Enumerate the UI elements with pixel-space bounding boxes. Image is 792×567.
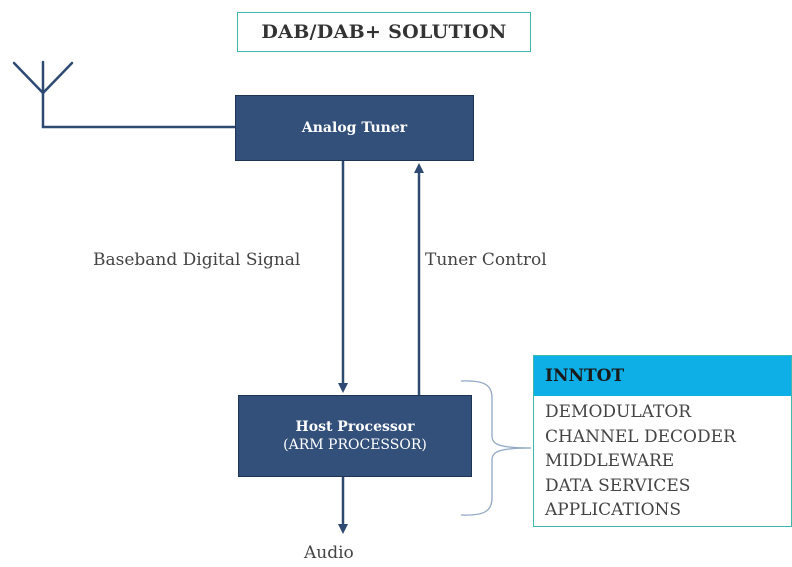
list-item: DATA SERVICES [545,475,691,496]
list-item: CHANNEL DECODER [545,426,736,447]
list-item: MIDDLEWARE [545,451,675,471]
baseband-label: Baseband Digital Signal [93,250,301,270]
page-title: DAB/DAB+ SOLUTION [237,12,531,52]
inntot-list: DEMODULATOR CHANNEL DECODER MIDDLEWARE D… [534,396,791,523]
host-processor-block: Host Processor (ARM PROCESSOR) [238,395,472,477]
inntot-panel: INNTOT DEMODULATOR CHANNEL DECODER MIDDL… [533,355,792,527]
tuner-control-label: Tuner Control [425,250,547,270]
list-item: DEMODULATOR [545,402,692,422]
antenna-icon [12,60,237,129]
host-processor-label: Host Processor [295,419,415,435]
analog-tuner-label: Analog Tuner [301,120,408,136]
audio-label: Audio [304,543,354,563]
analog-tuner-block: Analog Tuner [235,95,474,161]
inntot-header: INNTOT [534,356,791,396]
curly-brace [460,380,532,516]
list-item: APPLICATIONS [545,500,682,520]
host-processor-sublabel: (ARM PROCESSOR) [283,437,427,453]
